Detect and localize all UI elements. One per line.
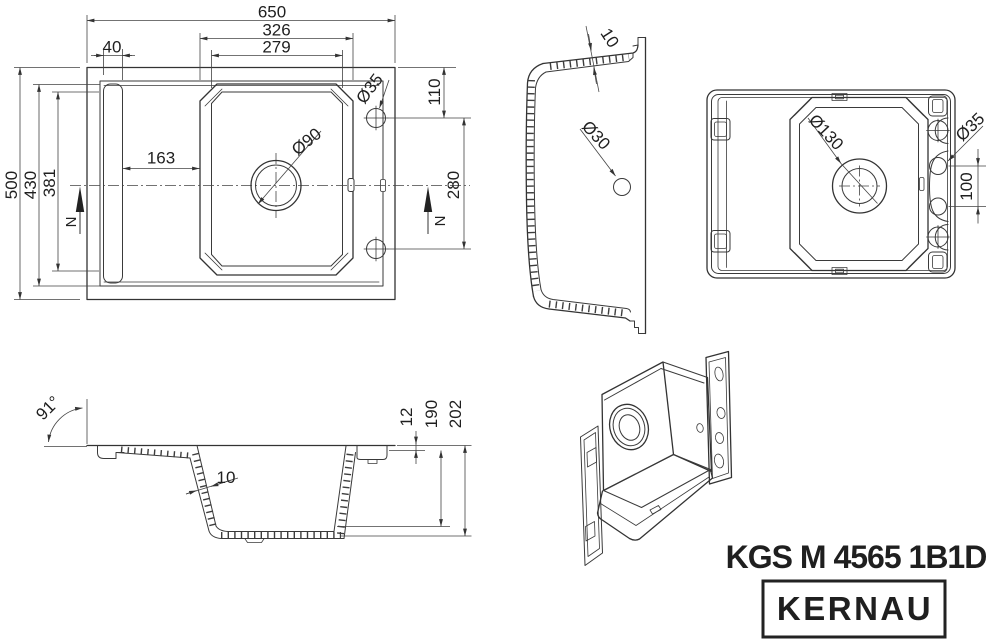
flange-right <box>705 350 733 485</box>
dim-taphole-from-top: 110 <box>425 78 444 105</box>
rim-inner-outline <box>99 80 384 287</box>
isometric-underside-view <box>580 350 733 566</box>
dim-edge-offset: 40 <box>103 38 122 57</box>
bowl-chamfers <box>204 88 349 271</box>
drain-ring-outer <box>608 403 650 451</box>
hatch-drainboard <box>120 446 190 459</box>
north-arrow-right <box>423 186 433 212</box>
drain-hole-outer <box>250 159 302 212</box>
north-label-left: N <box>63 217 80 228</box>
dim-drainboard-width: 163 <box>147 149 175 168</box>
tap-hole-underside-2 <box>929 197 947 216</box>
profile-section-view: 91° 10 12 190 202 <box>32 392 472 543</box>
drain-recess-outer <box>831 158 888 214</box>
hatch-bottom <box>548 300 625 317</box>
dim-taphole-spacing: 100 <box>957 172 976 200</box>
drainboard-groove <box>103 83 123 284</box>
overflow-slot <box>347 178 355 192</box>
dim-bowl-depth-span: 381 <box>40 169 59 197</box>
dim-rim-thickness: 10 <box>596 25 622 51</box>
tap-hole-bottom-cross <box>363 236 389 262</box>
drainboard-edge-lines <box>103 85 380 283</box>
dim-overall-height: 202 <box>446 400 465 428</box>
clip-left <box>97 445 125 459</box>
title-block: KGS M 4565 1B1D KERNAU <box>726 539 987 639</box>
dim-bowl-outer-width: 326 <box>262 21 290 40</box>
dim-rim-height: 12 <box>397 408 416 427</box>
clip-right <box>356 445 388 460</box>
mounting-clip-left-bottom <box>710 230 731 253</box>
dim-wall-thickness: 10 <box>217 468 236 487</box>
dim-taphole-diameter-underside: Ø35 <box>952 109 988 145</box>
bowl-outer <box>199 83 354 276</box>
bottom-rim-outer <box>596 468 714 541</box>
tap-hole-top-cross <box>363 105 389 131</box>
dim-bowl-depth: 190 <box>422 400 441 428</box>
bottom-view: Ø130 Ø35 100 <box>706 89 988 279</box>
dim-drain-diameter: Ø90 <box>288 124 325 159</box>
bowl-underside-inner <box>799 107 919 261</box>
drain-ring-hole <box>618 414 641 441</box>
bottom-opening <box>603 454 711 508</box>
north-label-right: N <box>432 216 449 227</box>
drain-hole-inner <box>255 164 297 207</box>
mounting-clip-right-bottom <box>928 251 948 273</box>
hatch-top <box>549 53 630 70</box>
tap-hole-underside-1 <box>929 157 947 175</box>
brand-logo-text: KERNAU <box>777 590 933 627</box>
overflow-hole <box>613 178 631 196</box>
flange-left <box>580 425 603 566</box>
brand-logo-box <box>761 579 947 639</box>
north-arrow-left <box>75 186 85 212</box>
hatch-left <box>526 79 540 292</box>
bowl-box-side <box>672 376 713 473</box>
dim-overall-depth: 500 <box>2 171 21 199</box>
mounting-clip-right-top <box>928 95 948 117</box>
dim-taphole-span: 280 <box>444 171 463 199</box>
bowl-inner <box>211 91 343 267</box>
bowl-wall-right <box>333 445 347 532</box>
top-tab <box>831 93 848 101</box>
mounting-clip-left-top <box>710 118 731 141</box>
bottom-tab <box>831 267 848 275</box>
dim-inner-depth: 430 <box>21 171 40 199</box>
hatch-wall-right <box>337 449 354 535</box>
edge-section-view: Ø30 10 <box>525 25 647 335</box>
top-view: 650 326 279 40 500 430 381 163 110 280 Ø… <box>2 3 471 301</box>
underside-outline <box>706 89 956 279</box>
dim-overall-width: 650 <box>258 3 286 22</box>
sink-outline <box>86 66 396 301</box>
wall-outer-edge <box>525 62 544 298</box>
bottom-outer-edge <box>532 295 631 322</box>
dim-drain-recess-diameter: Ø130 <box>805 111 847 154</box>
bowl-bottom <box>208 530 345 539</box>
dim-overflow-diameter: Ø30 <box>578 117 614 153</box>
model-number: KGS M 4565 1B1D <box>726 539 987 575</box>
dim-bowl-inner-width: 279 <box>262 38 290 57</box>
